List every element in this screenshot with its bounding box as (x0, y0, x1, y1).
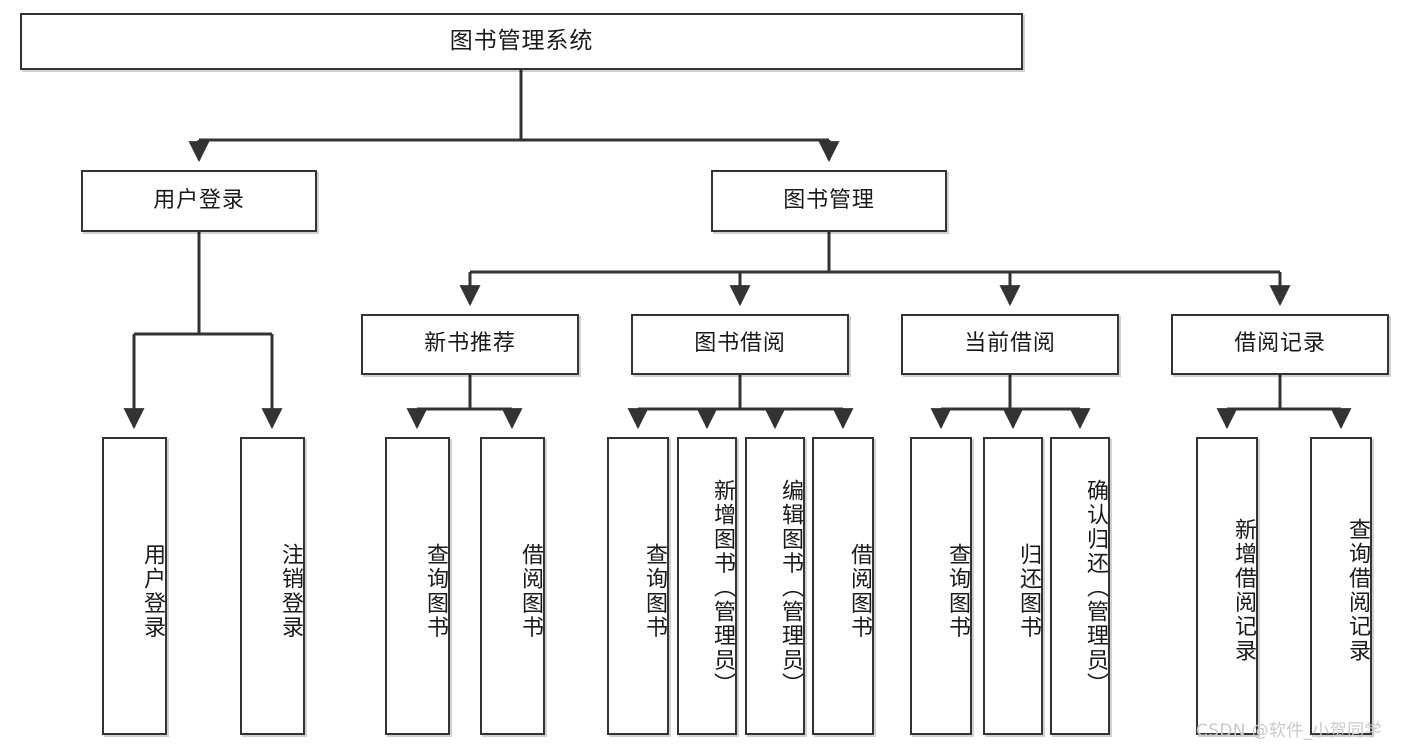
node-book-borrow-label: 图书借阅 (694, 331, 786, 357)
leaf-query-book-current-label: 查询图书 (945, 542, 970, 640)
node-root-label: 图书管理系统 (449, 27, 594, 54)
node-current-borrow[interactable]: 当前借阅 (901, 314, 1119, 375)
leaf-edit-book-admin-label: 编辑图书（管理员） (778, 479, 803, 697)
leaf-query-book-recommend-label: 查询图书 (423, 542, 448, 640)
leaf-user-login[interactable]: 用户登录 (102, 437, 167, 735)
node-borrow-record-label: 借阅记录 (1234, 331, 1326, 357)
node-new-book-recommend-label: 新书推荐 (424, 331, 516, 357)
leaf-query-book-recommend[interactable]: 查询图书 (385, 437, 450, 735)
leaf-confirm-return-admin[interactable]: 确认归还（管理员） (1050, 437, 1110, 735)
leaf-borrow-book-recommend[interactable]: 借阅图书 (480, 437, 545, 735)
node-root[interactable]: 图书管理系统 (20, 13, 1023, 70)
leaf-query-book-borrow-label: 查询图书 (642, 542, 667, 640)
leaf-edit-book-admin[interactable]: 编辑图书（管理员） (745, 437, 805, 735)
leaf-query-borrow-record[interactable]: 查询借阅记录 (1310, 437, 1372, 735)
node-user-login[interactable]: 用户登录 (81, 170, 317, 232)
node-borrow-record[interactable]: 借阅记录 (1171, 314, 1389, 375)
node-current-borrow-label: 当前借阅 (964, 331, 1056, 357)
leaf-add-borrow-record[interactable]: 新增借阅记录 (1196, 437, 1258, 735)
leaf-query-book-current[interactable]: 查询图书 (910, 437, 972, 735)
node-user-login-label: 用户登录 (153, 187, 245, 213)
leaf-borrow-book-label: 借阅图书 (847, 542, 872, 640)
leaf-borrow-book[interactable]: 借阅图书 (812, 437, 874, 735)
leaf-confirm-return-admin-label: 确认归还（管理员） (1083, 479, 1108, 697)
leaf-return-book[interactable]: 归还图书 (983, 437, 1043, 735)
leaf-add-book-admin-label: 新增图书（管理员） (710, 479, 735, 697)
csdn-watermark-text: CSDN @软件_小贺同学 (1196, 721, 1382, 741)
leaf-add-book-admin[interactable]: 新增图书（管理员） (677, 437, 737, 735)
leaf-user-login-label: 用户登录 (140, 542, 165, 640)
leaf-query-borrow-record-label: 查询借阅记录 (1345, 518, 1370, 664)
leaf-add-borrow-record-label: 新增借阅记录 (1231, 518, 1256, 664)
leaf-return-book-label: 归还图书 (1016, 542, 1041, 640)
leaf-logout[interactable]: 注销登录 (240, 437, 305, 735)
leaf-query-book-borrow[interactable]: 查询图书 (607, 437, 669, 735)
csdn-watermark: CSDN @软件_小贺同学 (1196, 716, 1382, 741)
node-book-management[interactable]: 图书管理 (711, 170, 947, 232)
leaf-borrow-book-recommend-label: 借阅图书 (518, 542, 543, 640)
node-new-book-recommend[interactable]: 新书推荐 (361, 314, 579, 375)
node-book-borrow[interactable]: 图书借阅 (631, 314, 849, 375)
node-book-management-label: 图书管理 (783, 187, 875, 213)
leaf-logout-label: 注销登录 (278, 542, 303, 640)
